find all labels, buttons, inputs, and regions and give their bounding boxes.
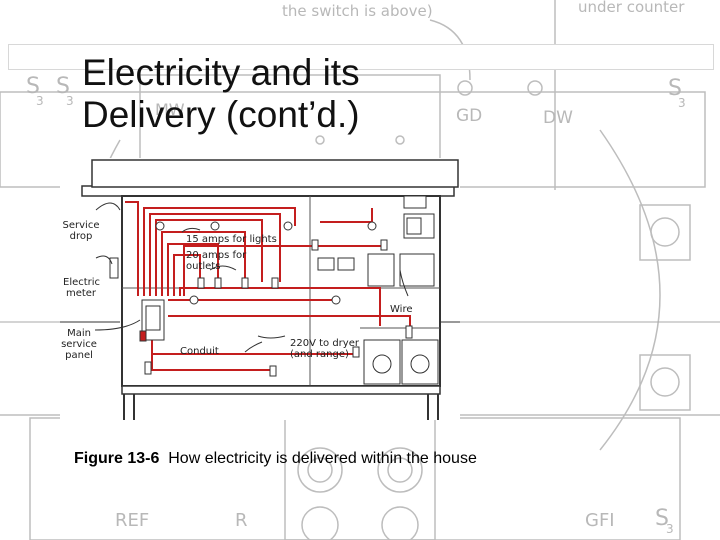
plan-switch-subscript: 3 [678,96,686,110]
plan-label-r: R [235,510,248,531]
label-main-service-panel: Main service panel [61,328,97,361]
plan-switch-subscript: 3 [666,522,674,536]
label-20-amps-outlets: 20 amps for outlets [186,250,247,272]
plan-switch-subscript: 3 [36,94,44,108]
title-band [8,44,714,70]
plan-switch-symbol: S [56,74,70,99]
plan-switch-symbol: S [655,506,669,531]
plan-label-ref: REF [115,510,150,531]
plan-label-gfi: GFI [585,510,615,531]
figure-number: Figure 13-6 [74,450,160,467]
label-conduit: Conduit [180,346,219,357]
figure-caption: Figure 13-6 How electricity is delivered… [74,450,477,468]
plan-switch-symbol: S [668,76,682,101]
plan-switch-symbol: S [26,74,40,99]
slide-title: Electricity and its Delivery (cont’d.) [82,52,360,135]
figure-caption-text: How electricity is delivered within the … [168,450,477,467]
plan-label-gd: GD [456,106,483,126]
label-wire: Wire [390,304,413,315]
plan-top-note: the switch is above) [282,2,433,20]
label-service-drop: Service drop [62,220,100,242]
plan-label-mw: MW [155,100,185,119]
label-15-amps-lights: 15 amps for lights [186,234,277,245]
label-electric-meter: Electric meter [63,277,101,299]
label-220v-dryer-range: 220V to dryer (and range) [290,338,359,360]
plan-switch-subscript: 3 [66,94,74,108]
plan-top-right: under counter [578,0,685,16]
plan-label-dw: DW [543,108,573,128]
